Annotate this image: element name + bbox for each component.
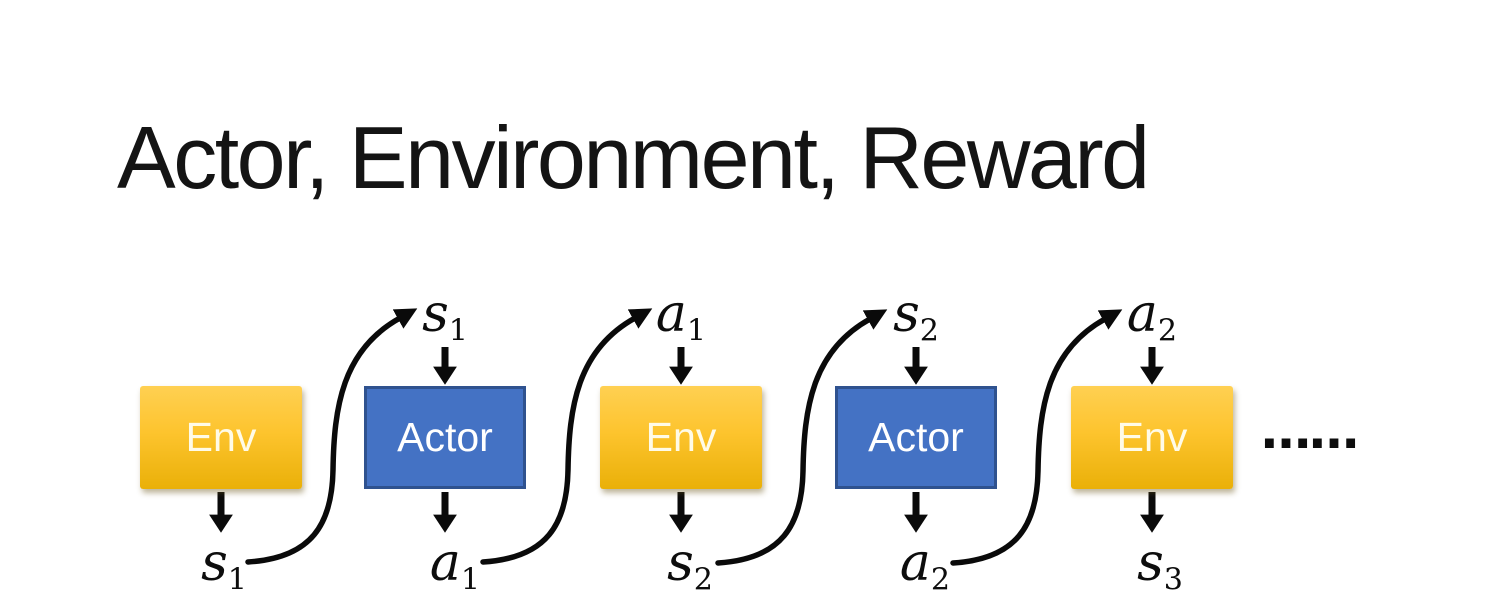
bottom-label-s3-sub: 3 [1163,562,1183,598]
top-label-s2-base: s [893,284,920,344]
actor-box-2-label: Actor [868,414,964,460]
curve-arrow-s2 [715,309,888,566]
bottom-label-s3-base: s [1137,533,1164,593]
top-label-a1-base: a [655,284,687,344]
env-box-1-label: Env [185,414,257,460]
bottom-label-s3: s3 [1137,537,1183,595]
env-box-3-label: Env [1116,414,1188,460]
top-label-s1: s1 [422,288,468,346]
bottom-label-a2: a2 [900,537,950,595]
top-label-a2-base: a [1126,284,1158,344]
env-box-2: Env [600,386,762,489]
slide-title: Actor, Environment, Reward [117,108,1150,207]
curve-arrow-a1 [480,308,653,565]
continuation-ellipsis: …… [1261,402,1359,460]
env-box-1: Env [140,386,302,489]
bottom-label-a2-sub: 2 [930,562,951,598]
top-label-a1-sub: 1 [686,313,707,349]
bottom-label-s1-base: s [201,533,228,593]
bottom-label-a2-base: a [899,533,931,593]
top-label-s2-sub: 2 [919,313,939,349]
bottom-label-s2: s2 [667,537,713,595]
top-label-a2-sub: 2 [1157,313,1178,349]
actor-box-1: Actor [364,386,526,489]
curve-arrow-a2 [950,309,1123,566]
bottom-label-s2-base: s [667,533,694,593]
bottom-label-s1: s1 [201,537,247,595]
top-label-s2: s2 [893,288,939,346]
bottom-label-a1-sub: 1 [460,562,481,598]
curve-arrow-s1 [245,308,418,565]
actor-box-2: Actor [835,386,997,489]
top-label-a1: a1 [656,288,706,346]
top-label-a2: a2 [1127,288,1177,346]
actor-box-1-label: Actor [397,414,493,460]
bottom-label-a1-base: a [429,533,461,593]
bottom-label-s1-sub: 1 [227,562,247,598]
top-label-s1-base: s [422,284,449,344]
bottom-label-a1: a1 [430,537,480,595]
bottom-label-s2-sub: 2 [693,562,713,598]
env-box-3: Env [1071,386,1233,489]
env-box-2-label: Env [645,414,717,460]
top-label-s1-sub: 1 [448,313,468,349]
